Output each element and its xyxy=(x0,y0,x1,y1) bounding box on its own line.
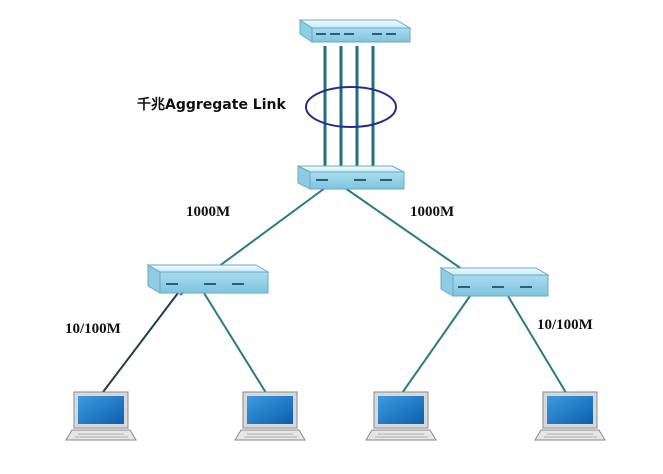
link-access-left-2 xyxy=(203,292,269,397)
access-switch-right xyxy=(439,267,550,297)
laptop-1 xyxy=(65,391,137,441)
aggregate-link-ellipse xyxy=(305,86,397,128)
link-access-right-1 xyxy=(399,295,471,397)
core-switch xyxy=(298,19,412,43)
laptop-3 xyxy=(365,391,437,441)
access-left-label: 10/100M xyxy=(65,321,121,337)
link-access-right-2 xyxy=(507,295,569,397)
link-1000m-right-label: 1000M xyxy=(410,204,455,220)
link-access-left-1 xyxy=(99,292,179,397)
access-switch-left xyxy=(146,264,270,294)
link-1000m-left-label: 1000M xyxy=(186,204,231,220)
access-right-label: 10/100M xyxy=(537,317,593,333)
aggregate-link-label: 千兆Aggregate Link xyxy=(137,97,286,113)
port-indicators xyxy=(316,33,396,35)
aggregate-link-group xyxy=(305,46,397,168)
distribution-switch xyxy=(297,165,405,190)
laptop-4 xyxy=(534,391,606,441)
laptop-2 xyxy=(234,391,306,441)
